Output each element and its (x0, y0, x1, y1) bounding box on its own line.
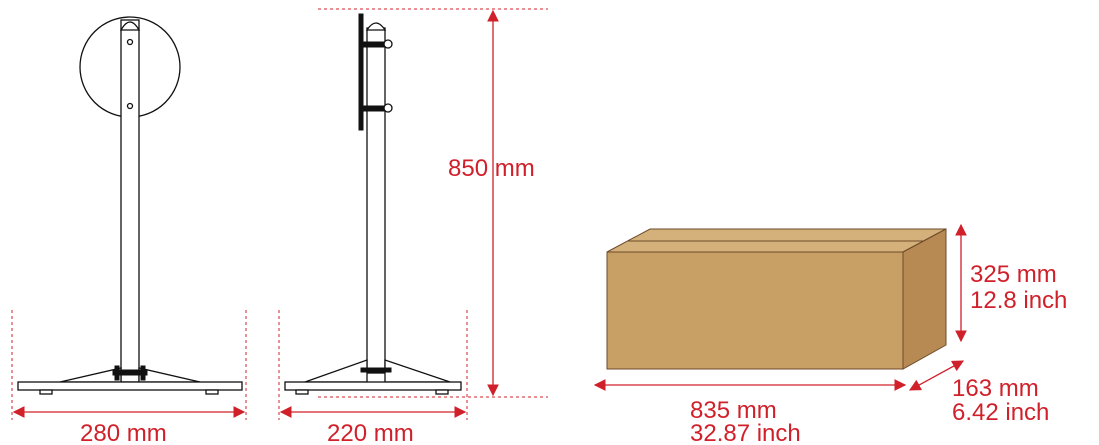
front-clamp-bolt-right (140, 365, 146, 381)
package-depth-mm: 163 mm (952, 375, 1039, 402)
front-pole-cap (119, 21, 141, 31)
side-pole (366, 27, 386, 374)
side-depth-label: 220 mm (327, 420, 414, 445)
package-depth-inch: 6.42 inch (952, 399, 1049, 426)
package-height-mm: 325 mm (970, 261, 1057, 288)
side-knob-top (383, 39, 393, 49)
box-side-face (902, 228, 947, 370)
front-clamp (112, 369, 148, 376)
front-foot-right (205, 389, 219, 395)
front-screw-hole-bottom (126, 102, 134, 110)
package-length-inch: 32.87 inch (690, 420, 801, 445)
front-width-dimension: 280 mm (11, 310, 247, 445)
side-base-plate (284, 381, 462, 391)
side-mount-plate (358, 13, 364, 131)
side-knob-bottom (383, 103, 393, 113)
height-dimension: 850 mm (318, 8, 548, 398)
package-length-dimension: 835 mm 32.87 inch (593, 379, 907, 445)
front-screw-hole-top (126, 38, 134, 46)
height-label: 850 mm (448, 155, 535, 182)
front-pole (120, 19, 140, 383)
package-depth-dimension: 163 mm 6.42 inch (908, 360, 1049, 426)
package-length-mm: 835 mm (690, 397, 777, 424)
side-pole-cap (365, 22, 387, 31)
front-width-label: 280 mm (80, 420, 167, 445)
box-front-face (606, 251, 904, 370)
front-base-plate (17, 381, 243, 391)
package-height-inch: 12.8 inch (970, 287, 1067, 314)
package-height-dimension: 325 mm 12.8 inch (955, 223, 1067, 343)
package-box (606, 228, 947, 370)
front-clamp-bolt-left (114, 365, 120, 381)
side-clamp (360, 367, 392, 373)
front-foot-left (39, 389, 53, 395)
side-foot-left (295, 389, 309, 395)
side-depth-dimension: 220 mm (278, 310, 468, 445)
side-view-stand (284, 13, 462, 395)
side-foot-right (435, 389, 449, 395)
front-view-stand (17, 16, 243, 395)
